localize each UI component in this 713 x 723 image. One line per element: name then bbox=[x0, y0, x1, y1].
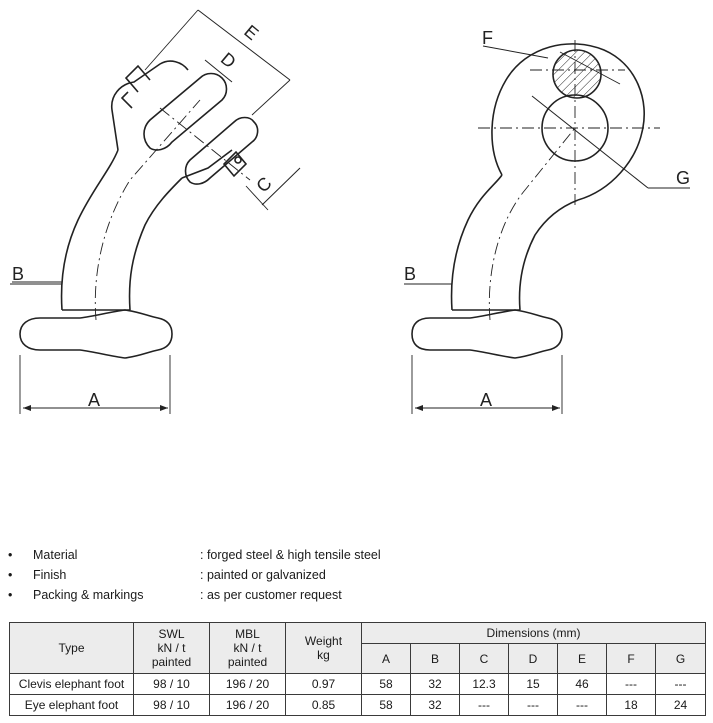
cell-dim-e: 46 bbox=[557, 673, 607, 695]
header-swl-line: kN / t bbox=[157, 641, 186, 655]
cell-type: Eye elephant foot bbox=[9, 694, 134, 716]
header-weight: Weight kg bbox=[285, 622, 362, 674]
bullet-icon: • bbox=[8, 588, 13, 602]
cell-dim-b: 32 bbox=[410, 673, 460, 695]
spec-label: Finish bbox=[33, 568, 67, 582]
spec-label: Material bbox=[33, 548, 78, 562]
header-weight-line: Weight bbox=[304, 634, 343, 648]
bullet-icon: • bbox=[8, 548, 13, 562]
left-dim-label-b: B bbox=[12, 264, 24, 284]
right-dim-label-a: A bbox=[480, 390, 492, 410]
header-mbl-line: kN / t bbox=[233, 641, 262, 655]
left-dim-label-d: D bbox=[217, 48, 240, 72]
header-dim-g: G bbox=[654, 643, 707, 674]
header-mbl: MBL kN / t painted bbox=[209, 622, 286, 674]
spec-finish: • Finish : painted or galvanized bbox=[0, 568, 713, 586]
cell-dim-a: 58 bbox=[361, 694, 411, 716]
cell-dim-e: --- bbox=[557, 694, 607, 716]
spec-material: • Material : forged steel & high tensile… bbox=[0, 548, 713, 566]
header-dimensions: Dimensions (mm) bbox=[360, 621, 707, 645]
cell-type: Clevis elephant foot bbox=[9, 673, 134, 695]
spec-value: : as per customer request bbox=[200, 588, 342, 602]
cell-dim-d: --- bbox=[508, 694, 558, 716]
cell-dim-c: 12.3 bbox=[459, 673, 509, 695]
cell-dim-b: 32 bbox=[410, 694, 460, 716]
table-row: Clevis elephant foot 98 / 10 196 / 20 0.… bbox=[9, 673, 707, 695]
dimensions-table: Type SWL kN / t painted MBL kN / t paint… bbox=[9, 621, 707, 716]
header-swl-line: painted bbox=[151, 655, 192, 669]
right-dim-label-g: G bbox=[676, 168, 690, 188]
cell-dim-f: --- bbox=[606, 673, 656, 695]
header-swl: SWL kN / t painted bbox=[133, 622, 210, 674]
spec-packing: • Packing & markings : as per customer r… bbox=[0, 588, 713, 606]
header-dim-b: B bbox=[410, 643, 460, 674]
cell-weight: 0.85 bbox=[285, 694, 362, 716]
bullet-icon: • bbox=[8, 568, 13, 582]
cell-dim-g: --- bbox=[654, 673, 707, 695]
header-dim-e: E bbox=[557, 643, 607, 674]
cell-dim-c: --- bbox=[459, 694, 509, 716]
right-dim-label-f: F bbox=[482, 28, 493, 48]
technical-drawings: A B C D E A B F G bbox=[10, 9, 690, 414]
header-weight-line: kg bbox=[317, 648, 330, 662]
clevis-elephant-foot-drawing bbox=[10, 9, 301, 414]
cell-mbl: 196 / 20 bbox=[209, 673, 286, 695]
header-dim-a: A bbox=[361, 643, 411, 674]
cell-dim-f: 18 bbox=[606, 694, 656, 716]
cell-dim-a: 58 bbox=[361, 673, 411, 695]
header-mbl-line: painted bbox=[227, 655, 268, 669]
spec-value: : forged steel & high tensile steel bbox=[200, 548, 381, 562]
cell-weight: 0.97 bbox=[285, 673, 362, 695]
left-dim-label-a: A bbox=[88, 390, 100, 410]
cell-dim-d: 15 bbox=[508, 673, 558, 695]
cell-dim-g: 24 bbox=[654, 694, 707, 716]
table-row: Eye elephant foot 98 / 10 196 / 20 0.85 … bbox=[9, 694, 707, 716]
left-dim-label-c: C bbox=[252, 173, 275, 196]
left-dim-label-e: E bbox=[240, 21, 262, 44]
header-dim-c: C bbox=[459, 643, 509, 674]
right-dim-label-b: B bbox=[404, 264, 416, 284]
spec-value: : painted or galvanized bbox=[200, 568, 326, 582]
cell-swl: 98 / 10 bbox=[133, 694, 210, 716]
header-type: Type bbox=[9, 622, 134, 674]
eye-elephant-foot-drawing bbox=[404, 40, 690, 414]
header-dim-f: F bbox=[606, 643, 656, 674]
header-swl-line: SWL bbox=[158, 627, 185, 641]
header-mbl-line: MBL bbox=[235, 627, 260, 641]
header-dim-d: D bbox=[508, 643, 558, 674]
cell-swl: 98 / 10 bbox=[133, 673, 210, 695]
spec-label: Packing & markings bbox=[33, 588, 144, 602]
cell-mbl: 196 / 20 bbox=[209, 694, 286, 716]
